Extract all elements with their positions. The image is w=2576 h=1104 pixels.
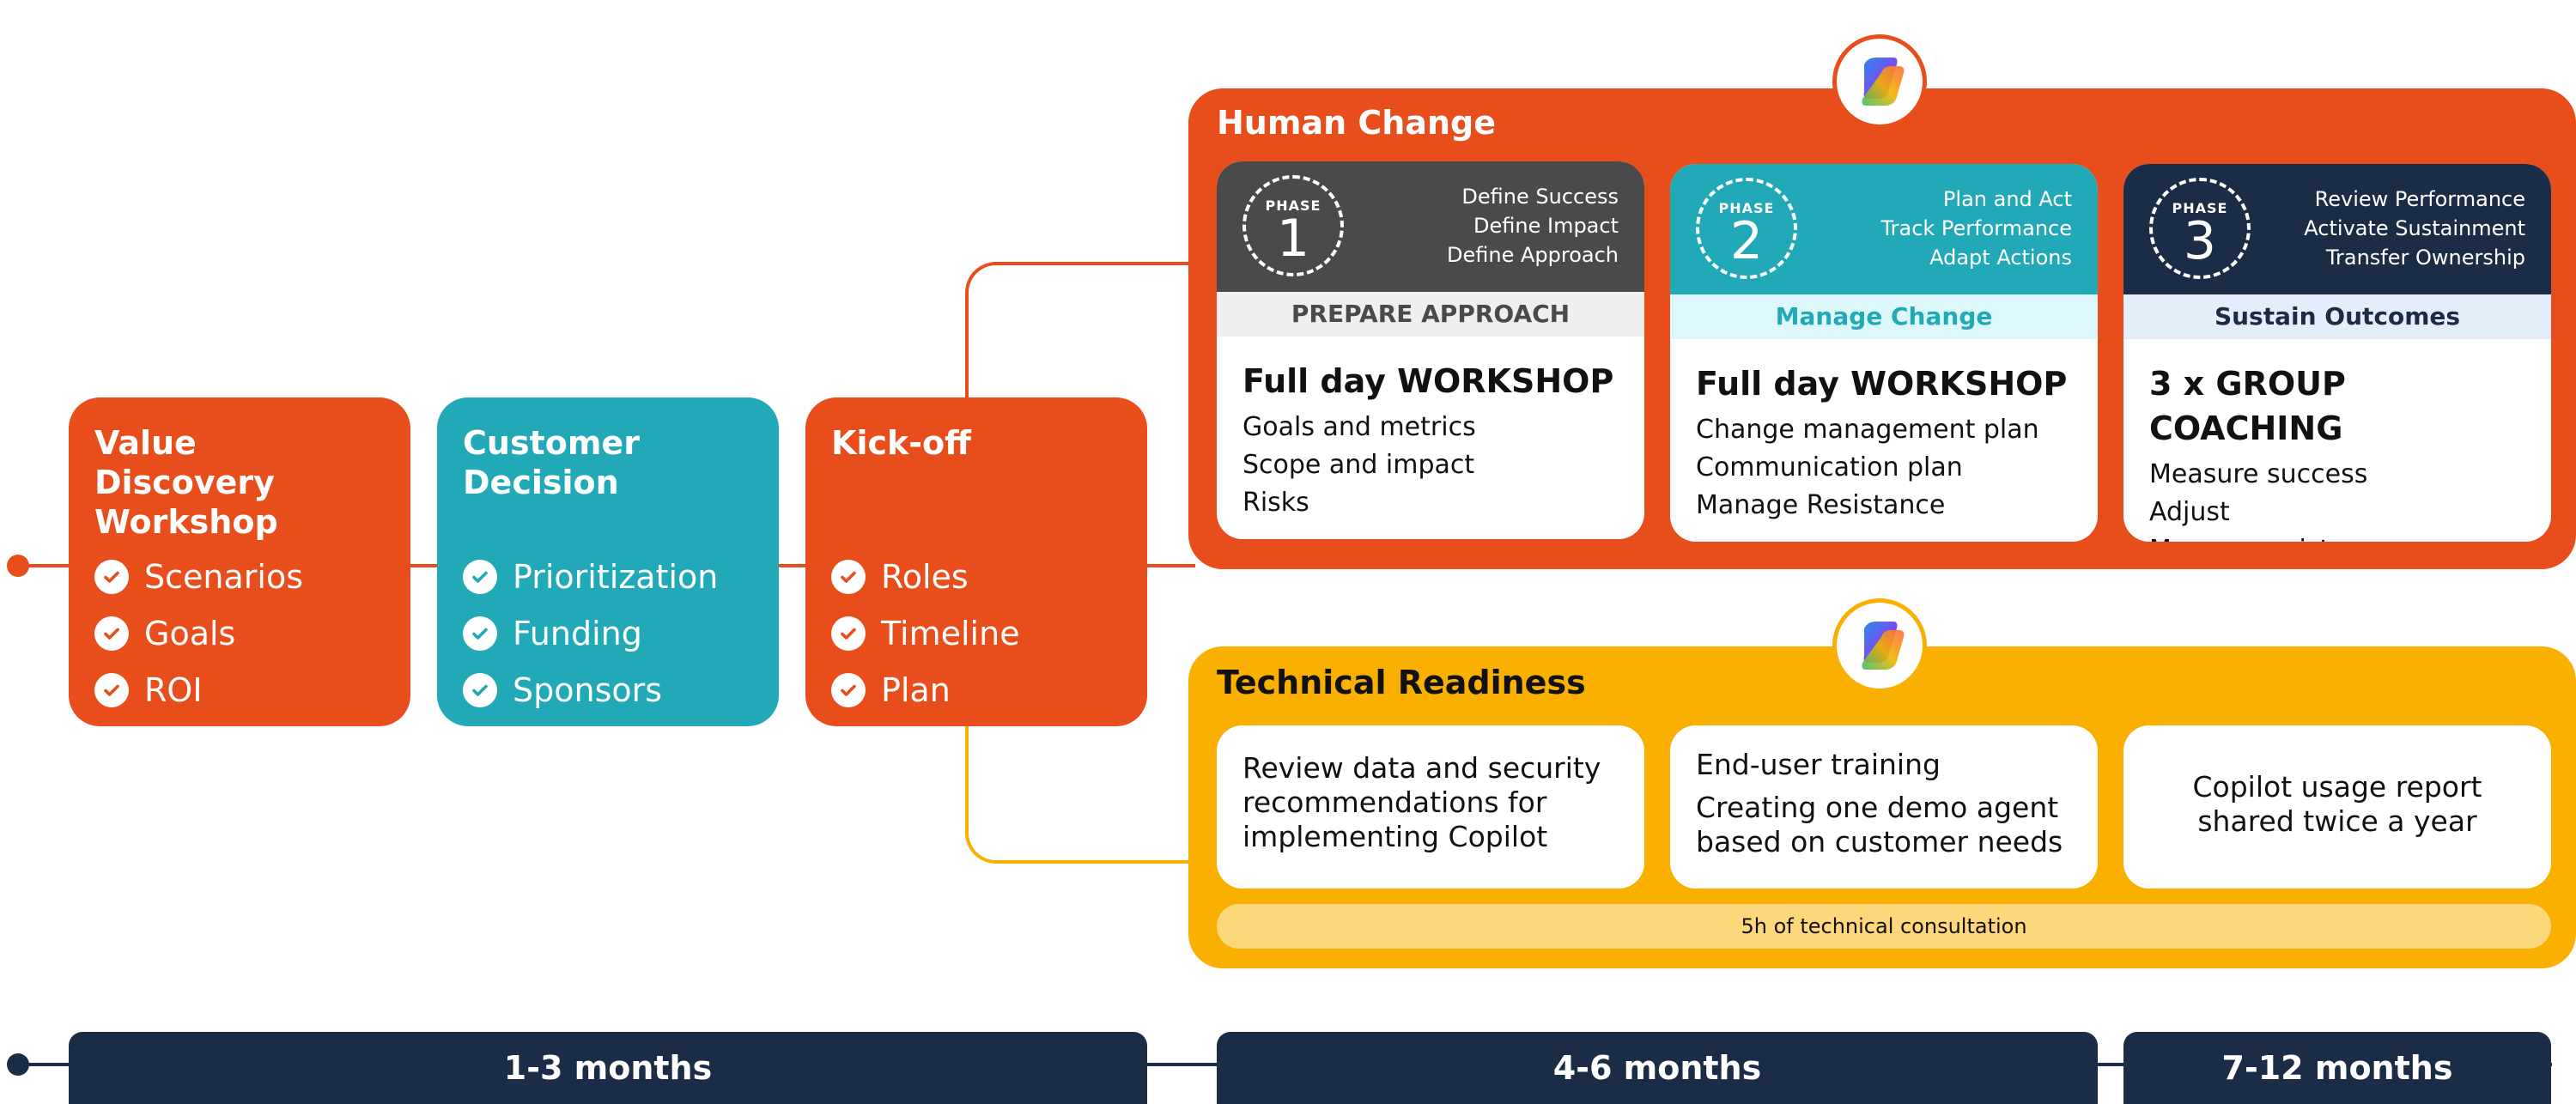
check-icon [94, 616, 129, 651]
phase-card-2: PHASE 2 Plan and Act Track Performance A… [1670, 164, 2098, 542]
phase-body: 3 x GROUP COACHING Measure success Adjus… [2149, 365, 2392, 542]
phase-subtitle: PREPARE APPROACH [1217, 292, 1644, 337]
list-item: Goals [94, 605, 303, 662]
stage-items: Scenarios Goals ROI [94, 549, 303, 719]
technical-readiness-panel: Technical Readiness Review data and secu… [1188, 646, 2576, 968]
branch-line-human-change [965, 262, 1188, 399]
check-icon [463, 560, 497, 594]
stage-value-discovery: Value Discovery Workshop Scenarios Goals… [69, 397, 410, 726]
tech-card-data-security: Review data and security recommendations… [1217, 725, 1644, 889]
check-icon [94, 673, 129, 707]
timeline-bar-1: 1-3 months [69, 1032, 1147, 1104]
phase-badge: PHASE 1 [1242, 175, 1344, 276]
list-item: Funding [463, 605, 718, 662]
phase-badge: PHASE 2 [1696, 178, 1797, 279]
list-item: Roles [831, 549, 1020, 605]
check-icon [463, 616, 497, 651]
phase-header-lines: Review Performance Activate Sustainment … [2304, 187, 2525, 270]
phase-card-header: PHASE 2 Plan and Act Track Performance A… [1670, 164, 2098, 294]
phase-card-header: PHASE 3 Review Performance Activate Sust… [2123, 164, 2551, 294]
phase-header-lines: Define Success Define Impact Define Appr… [1447, 185, 1619, 267]
list-item: Plan [831, 662, 1020, 719]
stage-items: Prioritization Funding Sponsors [463, 549, 718, 719]
timeline-start-dot [7, 1053, 29, 1076]
copilot-logo-icon [1832, 34, 1927, 129]
phase-body: Full day WORKSHOP Change management plan… [1696, 365, 2068, 520]
phase-header-lines: Plan and Act Track Performance Adapt Act… [1880, 187, 2072, 270]
stage-title: Customer Decision [463, 424, 640, 501]
timeline-bar-3: 7-12 months [2123, 1032, 2551, 1104]
stage-title: Value Discovery Workshop [94, 424, 278, 541]
stage-title: Kick-off [831, 424, 971, 462]
tech-footer-bar: 5h of technical consultation [1217, 904, 2551, 949]
tech-card-training: End-user training Creating one demo agen… [1670, 725, 2098, 889]
phase-card-1: PHASE 1 Define Success Define Impact Def… [1217, 161, 1644, 539]
stage-items: Roles Timeline Plan [831, 549, 1020, 719]
phase-card-header: PHASE 1 Define Success Define Impact Def… [1217, 161, 1644, 292]
copilot-logo-icon [1832, 598, 1927, 693]
stage-start-dot [7, 555, 29, 577]
phase-badge: PHASE 3 [2149, 178, 2251, 279]
phase-card-3: PHASE 3 Review Performance Activate Sust… [2123, 164, 2551, 542]
branch-line-technical-readiness [965, 721, 1188, 864]
check-icon [463, 673, 497, 707]
tech-card-usage-report: Copilot usage report shared twice a year [2123, 725, 2551, 889]
list-item: Timeline [831, 605, 1020, 662]
check-icon [94, 560, 129, 594]
list-item: Sponsors [463, 662, 718, 719]
check-icon [831, 560, 866, 594]
stage-kick-off: Kick-off Roles Timeline Plan [805, 397, 1147, 726]
human-change-panel: Human Change PHASE 1 Define Success Defi… [1188, 88, 2576, 569]
panel-title: Human Change [1217, 104, 1496, 142]
list-item: Scenarios [94, 549, 303, 605]
list-item: ROI [94, 662, 303, 719]
phase-subtitle: Manage Change [1670, 294, 2098, 339]
phase-subtitle: Sustain Outcomes [2123, 294, 2551, 339]
check-icon [831, 616, 866, 651]
stage-customer-decision: Customer Decision Prioritization Funding… [437, 397, 779, 726]
check-icon [831, 673, 866, 707]
list-item: Prioritization [463, 549, 718, 605]
phase-body: Full day WORKSHOP Goals and metrics Scop… [1242, 362, 1614, 518]
timeline-bar-2: 4-6 months [1217, 1032, 2098, 1104]
panel-title: Technical Readiness [1217, 664, 1586, 701]
